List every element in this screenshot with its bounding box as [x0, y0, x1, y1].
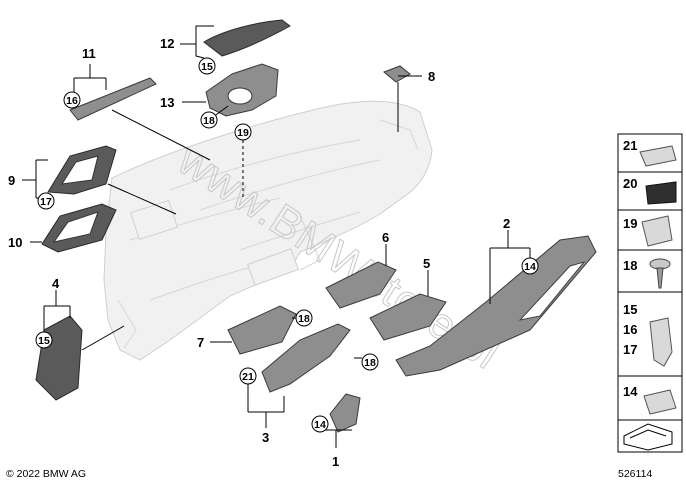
diagram-number: 526114 — [618, 468, 652, 480]
part-4-side-cover — [35, 315, 83, 401]
part-8-small-trim — [383, 65, 411, 83]
part-2-console-slot — [518, 261, 586, 321]
callout-12: 12 — [160, 36, 174, 51]
part-6-bracket — [325, 261, 397, 309]
part-12-speaker-grille — [203, 19, 291, 57]
svg-text:18: 18 — [203, 115, 215, 127]
callout-8: 8 — [428, 69, 435, 84]
part-11-trim-strip — [69, 77, 157, 121]
panel-label-21: 21 — [623, 138, 637, 153]
screw-18-shaft-icon — [656, 267, 664, 289]
callout-6: 6 — [382, 230, 389, 245]
clip-19-icon — [641, 215, 673, 247]
callout-3: 3 — [262, 430, 269, 445]
svg-text:14: 14 — [524, 261, 536, 273]
circled-14-console: 14 — [521, 257, 539, 275]
panel-label-14: 14 — [623, 384, 638, 399]
callout-7: 7 — [197, 335, 204, 350]
svg-text:21: 21 — [242, 371, 254, 383]
fastener-panel: 21 20 19 18 15 16 17 14 — [617, 133, 683, 453]
circled-15-left: 15 — [35, 331, 53, 349]
callout-5: 5 — [423, 256, 430, 271]
circled-16: 16 — [63, 91, 81, 109]
panel-label-20: 20 — [623, 176, 637, 191]
part-9-display-opening — [61, 155, 99, 185]
circled-18-right: 18 — [361, 353, 379, 371]
circled-14-bottom: 14 — [311, 415, 329, 433]
circled-15-top: 15 — [198, 57, 216, 75]
dashboard-ghost — [103, 100, 433, 361]
panel-label-16: 16 — [623, 322, 637, 337]
svg-text:15: 15 — [38, 335, 50, 347]
part-3-carrier — [261, 323, 351, 393]
callout-4: 4 — [52, 276, 60, 291]
clip-21-icon — [639, 145, 677, 167]
svg-text:16: 16 — [66, 95, 78, 107]
callout-11: 11 — [82, 46, 96, 61]
svg-text:18: 18 — [298, 313, 310, 325]
panel-label-17: 17 — [623, 342, 637, 357]
svg-text:19: 19 — [237, 127, 249, 139]
copyright-text: © 2022 BMW AG — [6, 468, 86, 480]
panel-label-18: 18 — [623, 258, 637, 273]
arrow-tool-inner-icon — [629, 429, 667, 439]
circled-19: 19 — [234, 123, 252, 141]
callout-labels: 12 11 13 8 9 10 4 2 6 5 7 3 1 — [8, 36, 510, 469]
circled-17: 17 — [37, 192, 55, 210]
arrow-tool-icon — [623, 423, 673, 451]
svg-text:15: 15 — [201, 61, 213, 73]
circled-18-upper: 18 — [200, 111, 218, 129]
callout-10: 10 — [8, 235, 22, 250]
clip-14-icon — [643, 389, 677, 415]
clip-15-16-17-icon — [649, 317, 673, 367]
part-2-console-trim — [395, 235, 597, 377]
part-1-small-cover — [329, 393, 361, 433]
circled-references: 15 16 18 19 17 15 14 18 — [35, 57, 539, 433]
callout-1: 1 — [332, 454, 339, 469]
part-13-speaker-hole — [227, 87, 253, 105]
circled-18-mid: 18 — [295, 309, 313, 327]
pad-20-icon — [645, 181, 677, 205]
panel-label-15: 15 — [623, 302, 637, 317]
callout-9: 9 — [8, 173, 15, 188]
panel-label-19: 19 — [623, 216, 637, 231]
part-5-bracket — [369, 293, 447, 341]
svg-text:17: 17 — [40, 196, 52, 208]
part-7-vent-bracket — [227, 305, 297, 355]
callout-13: 13 — [160, 95, 174, 110]
svg-text:18: 18 — [364, 357, 376, 369]
part-10-trim-opening — [52, 211, 99, 243]
circled-21: 21 — [239, 367, 257, 385]
callout-2: 2 — [503, 216, 510, 231]
svg-text:14: 14 — [314, 419, 326, 431]
